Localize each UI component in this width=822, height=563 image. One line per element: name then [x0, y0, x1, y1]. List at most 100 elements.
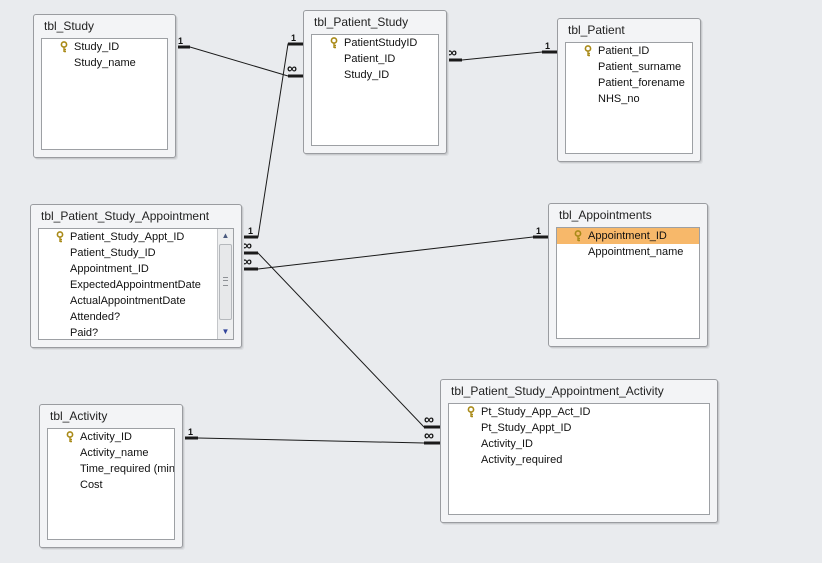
field-row[interactable]: Patient_Study_Appt_ID — [39, 229, 217, 245]
field-row[interactable]: Study_ID — [312, 67, 438, 83]
scroll-down-arrow-icon[interactable]: ▼ — [221, 327, 230, 336]
field-list[interactable]: Pt_Study_App_Act_ID Pt_Study_Appt_ID Act… — [448, 403, 710, 515]
field-row[interactable]: Cost — [48, 477, 174, 493]
table-tbl-patient-study-appointment-activity[interactable]: tbl_Patient_Study_Appointment_Activity P… — [440, 379, 718, 523]
cardinality-one-label: 1 — [536, 226, 541, 236]
field-row[interactable]: PatientStudyID — [312, 35, 438, 51]
primary-key-icon — [66, 431, 74, 443]
field-row[interactable]: Study_name — [42, 55, 167, 71]
field-list[interactable]: Activity_ID Activity_name Time_required … — [47, 428, 175, 540]
field-name: ActualAppointmentDate — [70, 295, 186, 307]
field-name: Activity_required — [481, 454, 563, 466]
field-row[interactable]: Activity_ID — [48, 429, 174, 445]
field-row[interactable]: Study_ID — [42, 39, 167, 55]
table-title[interactable]: tbl_Study — [44, 19, 95, 33]
cardinality-one-label: 1 — [291, 33, 296, 43]
cardinality-one-label: 1 — [248, 226, 253, 236]
field-row[interactable]: Patient_ID — [566, 43, 692, 59]
field-name: Paid? — [70, 327, 99, 339]
field-row[interactable]: Activity_name — [48, 445, 174, 461]
field-row[interactable]: Paid? — [39, 325, 217, 339]
table-tbl-study[interactable]: tbl_Study Study_ID Study_name — [33, 14, 176, 158]
primary-key-icon — [467, 406, 475, 418]
cardinality-one-label: 1 — [188, 427, 193, 437]
field-row[interactable]: Attended? — [39, 309, 217, 325]
field-row[interactable]: Activity_ID — [449, 436, 709, 452]
table-title[interactable]: tbl_Patient_Study_Appointment — [41, 209, 210, 223]
table-title[interactable]: tbl_Activity — [50, 409, 108, 423]
field-row[interactable]: Activity_required — [449, 452, 709, 468]
field-row[interactable]: Pt_Study_App_Act_ID — [449, 404, 709, 420]
field-list[interactable]: Patient_ID Patient_surname Patient_foren… — [565, 42, 693, 154]
cardinality-many-label: ∞ — [424, 427, 434, 443]
field-name: Time_required (min — [80, 463, 174, 475]
field-list[interactable]: Study_ID Study_name — [41, 38, 168, 150]
relationship-line-appointment-activity — [242, 252, 440, 428]
relationship-line-appointments — [242, 236, 549, 270]
scrollbar-thumb[interactable] — [219, 244, 232, 320]
relationship-line-patient-study — [242, 43, 304, 238]
relationship-line-study — [176, 46, 304, 77]
table-tbl-appointments[interactable]: tbl_Appointments Appointment_ID Appointm… — [548, 203, 708, 347]
field-list[interactable]: Appointment_ID Appointment_name — [556, 227, 700, 339]
table-tbl-activity[interactable]: tbl_Activity Activity_ID Activity_name T… — [39, 404, 183, 548]
field-name: Study_ID — [74, 41, 120, 53]
field-name: NHS_no — [598, 93, 640, 105]
relationship-line-patient — [446, 51, 558, 61]
field-row[interactable]: Appointment_ID — [39, 261, 217, 277]
cardinality-many-label: ∞ — [242, 237, 252, 253]
field-name: Appointment_name — [588, 246, 684, 258]
table-title[interactable]: tbl_Patient_Study_Appointment_Activity — [451, 384, 664, 398]
table-tbl-patient-study-appointment[interactable]: tbl_Patient_Study_Appointment Patient_St… — [30, 204, 242, 348]
table-title[interactable]: tbl_Patient — [568, 23, 625, 37]
field-name: Pt_Study_Appt_ID — [481, 422, 572, 434]
field-name: Study_name — [74, 57, 136, 69]
field-row[interactable]: ExpectedAppointmentDate — [39, 277, 217, 293]
field-list[interactable]: Patient_Study_Appt_ID Patient_Study_ID A… — [38, 228, 234, 340]
field-name: Patient_ID — [598, 45, 650, 57]
field-row[interactable]: Time_required (min — [48, 461, 174, 477]
cardinality-many-label: ∞ — [287, 60, 297, 76]
field-name: Pt_Study_App_Act_ID — [481, 406, 591, 418]
field-name: Patient_Study_ID — [70, 247, 156, 259]
table-tbl-patient-study[interactable]: tbl_Patient_Study PatientStudyID Patient… — [303, 10, 447, 154]
field-name: Study_ID — [344, 69, 390, 81]
table-title[interactable]: tbl_Patient_Study — [314, 15, 409, 29]
primary-key-icon — [56, 231, 64, 243]
cardinality-many-label: ∞ — [447, 44, 457, 60]
vertical-scrollbar[interactable]: ▲ ▼ — [217, 229, 233, 339]
field-name: Patient_surname — [598, 61, 682, 73]
field-row-selected[interactable]: Appointment_ID — [557, 228, 699, 244]
field-name: Activity_ID — [481, 438, 533, 450]
primary-key-icon — [584, 45, 592, 57]
cardinality-many-label: ∞ — [242, 253, 252, 269]
field-row[interactable]: NHS_no — [566, 91, 692, 107]
field-name: Cost — [80, 479, 103, 491]
field-row[interactable]: Patient_ID — [312, 51, 438, 67]
table-tbl-patient[interactable]: tbl_Patient Patient_ID Patient_surname P… — [557, 18, 701, 162]
field-name: Patient_Study_Appt_ID — [70, 231, 185, 243]
field-name: Patient_ID — [344, 53, 396, 65]
field-name: Appointment_ID — [588, 230, 667, 242]
field-row[interactable]: Patient_Study_ID — [39, 245, 217, 261]
field-name: Patient_forename — [598, 77, 685, 89]
field-row[interactable]: Pt_Study_Appt_ID — [449, 420, 709, 436]
field-name: PatientStudyID — [344, 37, 418, 49]
cardinality-one-label: 1 — [545, 41, 550, 51]
field-row[interactable]: ActualAppointmentDate — [39, 293, 217, 309]
field-name: ExpectedAppointmentDate — [70, 279, 201, 291]
relationship-line-activity — [182, 437, 440, 444]
primary-key-icon — [330, 37, 338, 49]
scroll-up-arrow-icon[interactable]: ▲ — [221, 231, 230, 240]
primary-key-icon — [60, 41, 68, 53]
field-list[interactable]: PatientStudyID Patient_ID Study_ID — [311, 34, 439, 146]
field-name: Appointment_ID — [70, 263, 149, 275]
field-row[interactable]: Patient_forename — [566, 75, 692, 91]
field-row[interactable]: Patient_surname — [566, 59, 692, 75]
cardinality-one-label: 1 — [178, 36, 183, 46]
field-row[interactable]: Appointment_name — [557, 244, 699, 260]
field-name: Activity_ID — [80, 431, 132, 443]
cardinality-many-label: ∞ — [424, 411, 434, 427]
field-name: Activity_name — [80, 447, 149, 459]
table-title[interactable]: tbl_Appointments — [559, 208, 652, 222]
